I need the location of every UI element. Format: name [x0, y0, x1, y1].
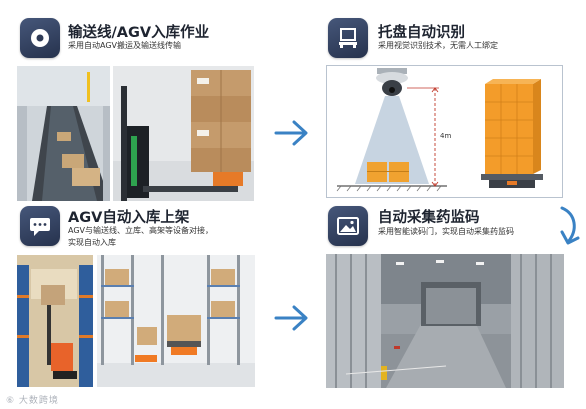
step4-subtitle: 采用智能读码门，实现自动采集药监码	[378, 227, 514, 236]
height-label: 4m	[440, 132, 451, 140]
agv-boxes-photo	[113, 66, 254, 201]
step2-icon	[328, 18, 368, 58]
agv-racks-photo	[97, 255, 255, 387]
code-reading-gate-photo	[326, 254, 564, 388]
image-icon	[337, 217, 359, 235]
chat-bubble-icon	[30, 218, 50, 236]
curved-arrow-down-icon	[560, 206, 580, 245]
arrow-right-icon	[274, 120, 308, 146]
arrow-right-icon	[274, 305, 308, 331]
step2-subtitle: 采用视觉识别技术，无需人工绑定	[378, 41, 498, 50]
step1-subtitle: 采用自动AGV搬运及输送线传输	[68, 41, 182, 50]
pallet-box-icon	[339, 28, 357, 48]
pallet-recognition-diagram: 4m	[326, 65, 563, 198]
step4-icon	[328, 206, 368, 246]
warehouse-forklift-photo	[17, 255, 93, 387]
step3-title: AGV自动入库上架	[68, 210, 190, 226]
step2-title: 托盘自动识别	[378, 25, 465, 41]
conveyor-photo	[17, 66, 110, 201]
step4-title: 自动采集药监码	[378, 210, 480, 226]
disc-icon	[31, 29, 49, 47]
step3-icon	[20, 206, 60, 246]
step3-subtitle: AGV与输送线、立库、高架等设备对接， 实现自动入库	[68, 226, 214, 247]
step1-icon	[20, 18, 60, 58]
watermark: ⑥ 大数跨境	[6, 396, 59, 406]
step1-title: 输送线/AGV入库作业	[68, 25, 210, 41]
